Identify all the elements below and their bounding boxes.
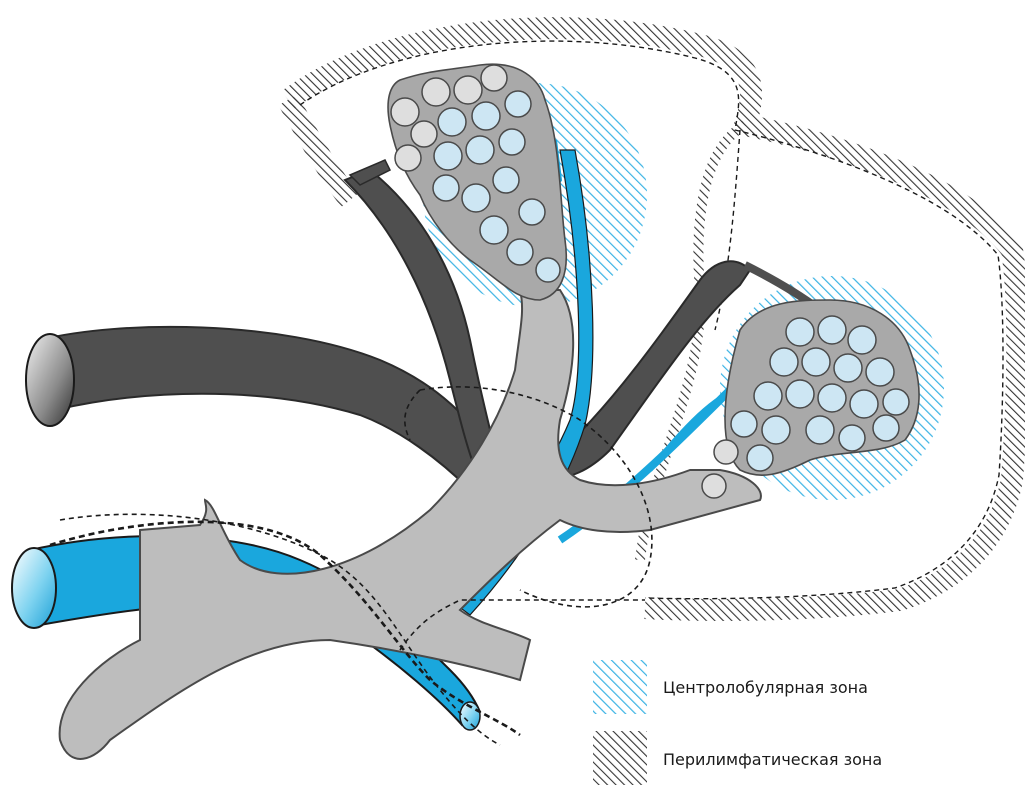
legend-label-perilymphatic: Перилимфатическая зона	[663, 750, 882, 769]
legend-label-centrilobular: Центролобулярная зона	[663, 678, 868, 697]
artery-cut-end	[12, 548, 56, 628]
legend-swatch-perilymphatic	[593, 731, 647, 785]
legend	[593, 660, 647, 785]
vein-cut-end	[26, 334, 74, 426]
legend-swatch-centrilobular	[593, 660, 647, 714]
